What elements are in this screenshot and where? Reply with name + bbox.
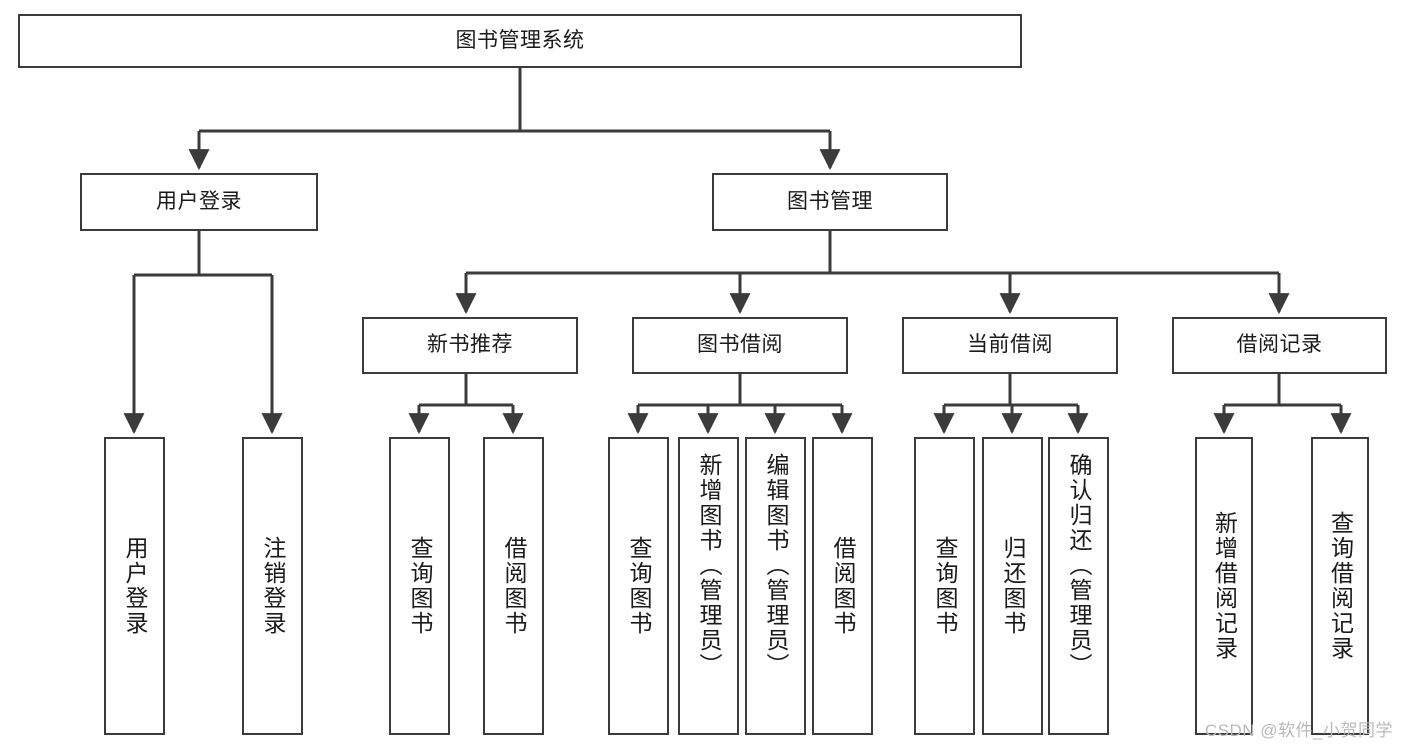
node-leaf-query-record[interactable]: 查询借阅记录 — [1311, 437, 1369, 735]
node-book-borrow-label: 图书借阅 — [697, 333, 783, 357]
node-book-manage[interactable]: 图书管理 — [712, 173, 948, 231]
node-user-login-label: 用户登录 — [156, 189, 242, 213]
node-leaf-borrow-book-1-label: 借阅图书 — [501, 536, 527, 636]
node-new-book-recommend-label: 新书推荐 — [427, 333, 513, 357]
node-book-borrow[interactable]: 图书借阅 — [632, 317, 848, 374]
node-leaf-borrow-book-2-label: 借阅图书 — [830, 536, 856, 636]
node-borrow-record[interactable]: 借阅记录 — [1172, 317, 1387, 374]
node-leaf-add-record[interactable]: 新增借阅记录 — [1195, 437, 1253, 735]
node-leaf-add-book[interactable]: 新增图书（管理员） — [678, 437, 739, 735]
node-leaf-return-book[interactable]: 归还图书 — [982, 437, 1043, 735]
node-root[interactable]: 图书管理系统 — [18, 14, 1022, 68]
node-leaf-query-book-2-label: 查询图书 — [626, 536, 652, 636]
node-leaf-borrow-book-2[interactable]: 借阅图书 — [812, 437, 873, 735]
node-book-manage-label: 图书管理 — [787, 189, 873, 213]
node-leaf-confirm-return-label: 确认归还（管理员） — [1066, 453, 1092, 678]
node-leaf-edit-book-label: 编辑图书（管理员） — [763, 453, 789, 678]
node-leaf-query-book-2[interactable]: 查询图书 — [608, 437, 669, 735]
node-current-borrow[interactable]: 当前借阅 — [902, 317, 1118, 374]
node-leaf-query-book-1[interactable]: 查询图书 — [389, 437, 450, 735]
node-current-borrow-label: 当前借阅 — [967, 333, 1053, 357]
node-leaf-borrow-book-1[interactable]: 借阅图书 — [483, 437, 544, 735]
node-root-label: 图书管理系统 — [455, 28, 585, 52]
node-leaf-add-book-label: 新增图书（管理员） — [696, 453, 722, 678]
node-borrow-record-label: 借阅记录 — [1236, 333, 1323, 357]
node-leaf-confirm-return[interactable]: 确认归还（管理员） — [1048, 437, 1109, 735]
node-new-book-recommend[interactable]: 新书推荐 — [362, 317, 578, 374]
node-leaf-return-book-label: 归还图书 — [1000, 536, 1026, 636]
node-leaf-query-book-1-label: 查询图书 — [407, 536, 433, 636]
node-leaf-user-logout[interactable]: 注销登录 — [242, 437, 303, 735]
node-leaf-edit-book[interactable]: 编辑图书（管理员） — [745, 437, 806, 735]
node-leaf-user-logout-label: 注销登录 — [260, 536, 286, 636]
node-user-login[interactable]: 用户登录 — [80, 173, 318, 231]
node-leaf-query-book-3[interactable]: 查询图书 — [914, 437, 975, 735]
node-leaf-user-login[interactable]: 用户登录 — [104, 437, 165, 735]
node-leaf-query-book-3-label: 查询图书 — [932, 536, 958, 636]
node-leaf-add-record-label: 新增借阅记录 — [1211, 511, 1238, 661]
csdn-watermark: CSDN @软件_小贺同学 — [1204, 721, 1393, 740]
node-leaf-query-record-label: 查询借阅记录 — [1327, 511, 1354, 661]
node-leaf-user-login-label: 用户登录 — [122, 536, 148, 636]
